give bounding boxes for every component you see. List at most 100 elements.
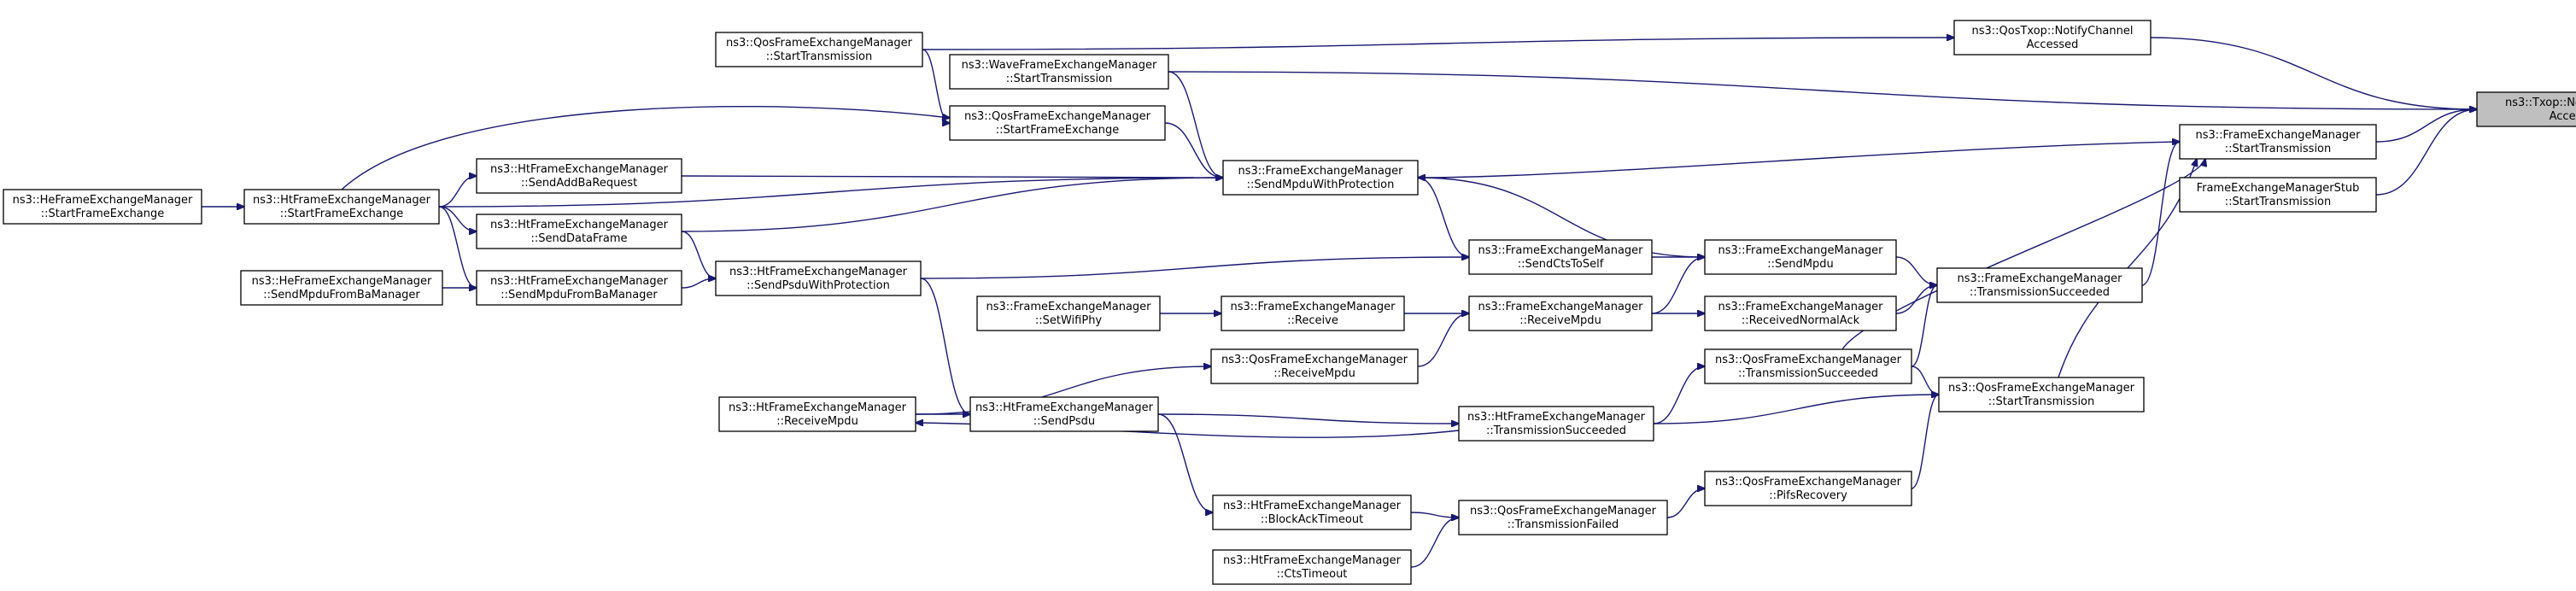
edge-wavefem_start-to-fem_sendmpdu_prot <box>1168 71 1223 178</box>
edge-qosfem_pifs-to-qosfem_start2 <box>1911 395 1939 489</box>
node-label-line2: ::StartTransmission <box>2225 196 2332 208</box>
node-label-line2: ::TransmissionSucceeded <box>1486 424 1626 437</box>
node-htfem_sendpsdu_prot[interactable]: ns3::HtFrameExchangeManager::SendPsduWit… <box>715 260 922 296</box>
node-box <box>1468 296 1653 331</box>
node-box <box>476 270 682 306</box>
edge-htfem_sendpsdu_prot-to-fem_sendcts <box>920 257 1469 279</box>
node-label-line1: ns3::HtFrameExchangeManager <box>729 266 908 278</box>
node-htfem_sendmpdu_ba[interactable]: ns3::HtFrameExchangeManager::SendMpduFro… <box>476 270 682 306</box>
node-label-line1: ns3::HtFrameExchangeManager <box>729 401 907 414</box>
node-label-line1: ns3::HeFrameExchangeManager <box>13 194 193 207</box>
node-label-line2: ::SendAddBaRequest <box>521 177 637 190</box>
node-label-line2: ::SendCtsToSelf <box>1518 258 1604 271</box>
edge-htfem_sendaddba-to-fem_sendmpdu_prot <box>681 176 1223 178</box>
edge-qosfem_recvmpdu-to-fem_recvmpdu <box>1417 313 1469 367</box>
node-htfem_ctstimeout[interactable]: ns3::HtFrameExchangeManager::CtsTimeout <box>1212 549 1412 585</box>
edge-qosfem_startframe-to-fem_sendmpdu_prot <box>1164 122 1223 178</box>
node-fem_recvack[interactable]: ns3::FrameExchangeManager::ReceivedNorma… <box>1704 296 1897 331</box>
node-label-line2: ::SendDataFrame <box>530 232 627 245</box>
edge-htfem_ctstimeout-to-qosfem_txfail <box>1410 518 1459 568</box>
node-htfem_startframe[interactable]: ns3::HtFrameExchangeManager::StartFrameE… <box>243 189 440 225</box>
node-box <box>969 396 1159 432</box>
node-box <box>1222 160 1419 196</box>
node-box <box>1468 239 1653 275</box>
node-label-line2: ::SendMpdu <box>1767 258 1833 271</box>
node-htfem_sendaddba[interactable]: ns3::HtFrameExchangeManager::SendAddBaRe… <box>476 158 682 194</box>
node-box <box>1704 296 1897 331</box>
node-label-line2: ::StartFrameExchange <box>996 124 1120 137</box>
edge-htfem_startframe-to-qosfem_startframe <box>341 105 950 190</box>
node-label-line1: ns3::FrameExchangeManager <box>1718 301 1883 313</box>
edge-fem_recvmpdu-to-fem_sendmpdu <box>1651 257 1705 314</box>
node-label-line2: ::StartTransmission <box>766 50 873 63</box>
node-label-line1: ns3::QosFrameExchangeManager <box>1715 476 1902 489</box>
node-label-line2: ::StartTransmission <box>1988 395 2095 408</box>
node-qosfem_start[interactable]: ns3::QosFrameExchangeManager::StartTrans… <box>715 32 923 67</box>
node-box <box>243 189 440 225</box>
node-qosfem_start2[interactable]: ns3::QosFrameExchangeManager::StartTrans… <box>1938 377 2145 413</box>
edge-qosfem_txsucc-to-qosfem_start2 <box>1911 366 1939 395</box>
node-label-line1: ns3::HtFrameExchangeManager <box>975 401 1154 414</box>
node-label-line1: ns3::FrameExchangeManager <box>1478 244 1643 257</box>
node-label-line1: ns3::QosFrameExchangeManager <box>1715 354 1902 366</box>
node-wavefem_start[interactable]: ns3::WaveFrameExchangeManager::StartTran… <box>949 54 1169 90</box>
node-label-line2: ::ReceivedNormalAck <box>1742 314 1860 327</box>
node-label-line1: ns3::FrameExchangeManager <box>1230 301 1396 313</box>
node-label-line2: ::SendMpduFromBaManager <box>501 289 658 301</box>
node-label-line2: Accessed <box>2027 38 2079 51</box>
node-qosfem_txfail[interactable]: ns3::QosFrameExchangeManager::Transmissi… <box>1458 500 1668 535</box>
node-fem_sendmpdu_prot[interactable]: ns3::FrameExchangeManager::SendMpduWithP… <box>1222 160 1419 196</box>
edge-fem_sendmpdu_prot-to-fem_sendmpdu <box>1417 177 1705 257</box>
node-label-line1: ns3::FrameExchangeManager <box>1478 301 1643 313</box>
node-htfem_txsucc[interactable]: ns3::HtFrameExchangeManager::Transmissio… <box>1458 406 1654 442</box>
node-label-line1: ns3::HtFrameExchangeManager <box>1467 411 1646 424</box>
edge-fem_recvack-to-fem_txsucc <box>1895 285 1937 314</box>
edge-htfem_txsucc-to-qosfem_txsucc <box>1653 366 1705 424</box>
edge-htfem_senddata-to-htfem_sendpsdu_prot <box>681 231 716 278</box>
node-fem_sendmpdu[interactable]: ns3::FrameExchangeManager::SendMpdu <box>1704 239 1897 275</box>
node-label-line2: ::PifsRecovery <box>1769 489 1847 502</box>
node-fem_recvmpdu[interactable]: ns3::FrameExchangeManager::ReceiveMpdu <box>1468 296 1653 331</box>
node-box <box>715 32 923 67</box>
edge-qosfem_txsucc-to-fem_txsucc <box>1911 285 1937 367</box>
node-fem_txsucc[interactable]: ns3::FrameExchangeManager::TransmissionS… <box>1936 267 2143 303</box>
node-fem_start[interactable]: ns3::FrameExchangeManager::StartTransmis… <box>2179 124 2377 160</box>
node-box <box>1938 377 2145 413</box>
node-label-line2: ::SendPsduWithProtection <box>746 279 890 292</box>
node-qosfem_pifs[interactable]: ns3::QosFrameExchangeManager::PifsRecove… <box>1704 471 1912 506</box>
node-qosfem_recvmpdu[interactable]: ns3::QosFrameExchangeManager::ReceiveMpd… <box>1210 348 1419 384</box>
node-qosfem_startframe[interactable]: ns3::QosFrameExchangeManager::StartFrame… <box>949 105 1166 141</box>
node-label-line2: ::SendPsdu <box>1033 415 1095 428</box>
edge-qosfem_txfail-to-qosfem_pifs <box>1666 489 1705 518</box>
node-label-line1: ns3::HtFrameExchangeManager <box>1223 554 1402 567</box>
node-label-line1: ns3::QosFrameExchangeManager <box>1221 354 1408 366</box>
node-label-line2: ::TransmissionSucceeded <box>1970 286 2110 299</box>
node-label-line2: ::SendMpduFromBaManager <box>263 289 420 301</box>
node-fem_setwifiphy[interactable]: ns3::FrameExchangeManager::SetWifiPhy <box>976 296 1161 331</box>
node-box <box>2179 177 2377 213</box>
node-box <box>3 189 202 225</box>
node-hefem_sendmpdu_ba[interactable]: ns3::HeFrameExchangeManager::SendMpduFro… <box>240 270 443 306</box>
node-label-line1: ns3::QosFrameExchangeManager <box>1948 382 2135 395</box>
node-htfem_sendpsdu[interactable]: ns3::HtFrameExchangeManager::SendPsdu <box>969 396 1159 432</box>
node-qosfem_txsucc[interactable]: ns3::QosFrameExchangeManager::Transmissi… <box>1704 348 1912 384</box>
edge-htfem_sendmpdu_ba-to-htfem_sendpsdu_prot <box>681 278 716 289</box>
node-label-line1: ns3::HtFrameExchangeManager <box>490 275 669 288</box>
node-hefem_startframe[interactable]: ns3::HeFrameExchangeManager::StartFrameE… <box>3 189 202 225</box>
node-label-line1: ns3::HtFrameExchangeManager <box>253 194 431 207</box>
node-htfem_senddata[interactable]: ns3::HtFrameExchangeManager::SendDataFra… <box>476 214 682 249</box>
nodes-layer: ns3::Txop::NotifyChannelAccessedns3::Qos… <box>3 20 2576 585</box>
edge-htfem_sendpsdu-to-htfem_blockack <box>1157 413 1213 512</box>
node-htfem_blockack[interactable]: ns3::HtFrameExchangeManager::BlockAckTim… <box>1212 494 1412 530</box>
node-fem_sendcts[interactable]: ns3::FrameExchangeManager::SendCtsToSelf <box>1468 239 1653 275</box>
node-fem_receive[interactable]: ns3::FrameExchangeManager::Receive <box>1221 296 1405 331</box>
node-label-line1: ns3::QosFrameExchangeManager <box>964 110 1151 123</box>
node-femstub_start[interactable]: FrameExchangeManagerStub::StartTransmiss… <box>2179 177 2377 213</box>
edge-wavefem_start-to-root <box>1168 71 2477 109</box>
node-label-line1: FrameExchangeManagerStub <box>2197 182 2360 195</box>
node-box <box>1704 348 1912 384</box>
node-htfem_recvmpdu[interactable]: ns3::HtFrameExchangeManager::ReceiveMpdu <box>718 396 916 432</box>
node-label-line2: ::SendMpduWithProtection <box>1247 178 1395 191</box>
